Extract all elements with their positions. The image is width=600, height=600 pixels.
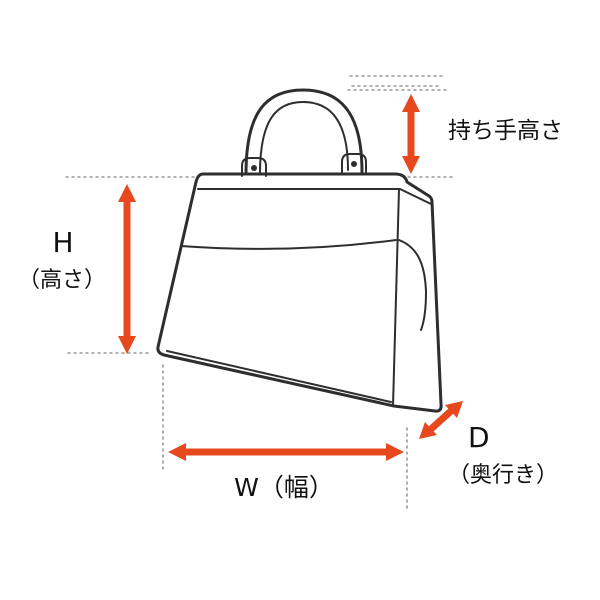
- arrow-head-lower-left: [419, 422, 437, 439]
- dimension-arrow-width: [168, 443, 404, 461]
- label-height-name: （高さ）: [18, 268, 106, 293]
- arrow-head-left: [168, 443, 186, 461]
- bag-handle-inner: [259, 100, 349, 175]
- bag-rivet-left: [251, 165, 257, 171]
- bag-base-seam: [166, 350, 392, 403]
- bag-rivet-right: [351, 161, 357, 167]
- dimension-arrow-height: [118, 184, 136, 354]
- label-height-symbol: H: [52, 226, 73, 259]
- bag-body: [156, 172, 443, 413]
- bag-gusset-crease: [398, 239, 428, 331]
- arrow-head-down: [118, 336, 136, 354]
- bag-handle-tab-left: [241, 157, 267, 177]
- arrow-head-upper-right: [445, 401, 463, 418]
- label-width: W（幅）: [234, 473, 334, 502]
- label-depth-name: （奥行き）: [448, 463, 558, 488]
- arrow-head-up: [402, 94, 420, 112]
- arrow-head-up: [118, 184, 136, 202]
- dimension-arrow-depth: [419, 401, 463, 439]
- dimension-labels: 持ち手高さ H （高さ） W（幅） D （奥行き）: [18, 118, 563, 502]
- bag-front-side-edge: [392, 188, 400, 407]
- bag-flap-edge: [180, 239, 397, 250]
- arrow-head-right: [386, 443, 404, 461]
- bag-handle-outer: [244, 88, 364, 176]
- label-handle-height: 持ち手高さ: [448, 118, 563, 144]
- label-depth-symbol: D: [468, 421, 490, 454]
- dimension-arrow-handle-height: [402, 94, 420, 174]
- arrow-head-down: [402, 156, 420, 174]
- handbag-illustration: [156, 88, 443, 413]
- bag-handle-tab-right: [341, 153, 367, 173]
